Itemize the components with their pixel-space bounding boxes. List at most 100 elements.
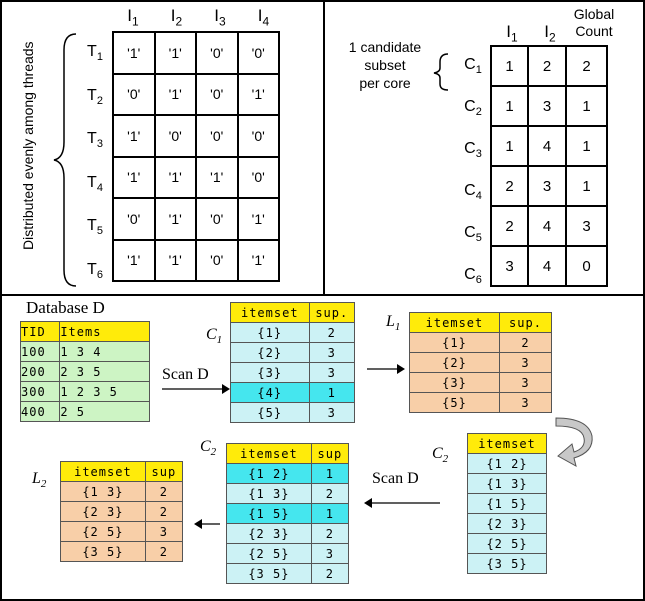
panel-bottom [0, 294, 645, 601]
tl-row-label: T2 [87, 86, 103, 107]
table-cell: {5} [230, 402, 310, 423]
table-row: {2 3} [467, 513, 547, 534]
table-row: {3 5}2 [60, 541, 184, 562]
tl-cell: '0' [236, 114, 280, 158]
c1-label: C1 [206, 326, 223, 347]
table-cell: 2 [310, 563, 350, 584]
candidate-note-line3: per core [359, 75, 411, 91]
table-row: {4}1 [230, 382, 356, 403]
tr-row-label: C2 [464, 98, 482, 119]
table-cell: sup [310, 443, 350, 464]
arrow-scan2 [364, 498, 440, 508]
table-cell: 3 [498, 352, 553, 373]
table-row: {2 5} [467, 533, 547, 554]
tr-row-label: C4 [464, 182, 482, 203]
table-cell: 400 [19, 401, 61, 422]
table-row: {1 3}2 [60, 481, 184, 502]
table-cell: {3} [230, 362, 310, 383]
table-cell: itemset [409, 312, 500, 333]
table-cell: 2 [144, 481, 184, 502]
tr-cell: 1 [490, 125, 529, 167]
table-cell: 2 [144, 501, 184, 522]
table-cell: {4} [230, 382, 310, 403]
table-cell: 3 [498, 392, 553, 413]
table-cell: {3 5} [467, 553, 547, 574]
table-row: {3}3 [409, 372, 553, 393]
tl-cell: '0' [195, 197, 239, 241]
tr-cell: 1 [490, 45, 529, 87]
tl-cell: '1' [236, 238, 280, 282]
table-row: {2 5}3 [60, 521, 184, 542]
tr-row-label: C3 [464, 140, 482, 161]
table-cell: 3 [308, 342, 356, 363]
table-cell: 2 5 [59, 401, 150, 422]
brace-left [53, 33, 77, 287]
table-row: {5}3 [230, 402, 356, 423]
tl-cell: '0' [236, 155, 280, 199]
tl-row-label: T6 [87, 260, 103, 281]
tr-cell: 2 [490, 165, 529, 207]
tl-row-label: T1 [87, 43, 103, 64]
tl-row-label: T3 [87, 130, 103, 151]
c2b-label: C2 [200, 438, 217, 459]
l1-label: L1 [386, 313, 401, 334]
table-cell: 1 [310, 463, 350, 484]
tl-cell: '1' [153, 197, 197, 241]
table-row: {2}3 [409, 352, 553, 373]
table-cell: 1 [308, 382, 356, 403]
table-cell: itemset [226, 443, 312, 464]
table-header: itemset [467, 433, 547, 454]
table-cell: 3 [310, 543, 350, 564]
tl-cell: '1' [236, 72, 280, 116]
table-cell: 1 2 3 5 [59, 381, 150, 402]
table-cell: sup. [498, 312, 553, 333]
curved-arrow [555, 417, 593, 467]
table-row: {2 3}2 [226, 523, 350, 544]
table-cell: {2 3} [226, 523, 312, 544]
table-row: {1 5}1 [226, 503, 350, 524]
scan1-label: Scan D [162, 366, 209, 383]
tr-cell: 4 [527, 245, 567, 287]
scan2-label: Scan D [372, 470, 419, 487]
tl-cell: '1' [195, 155, 239, 199]
tr-cell: 0 [565, 245, 608, 287]
tl-cell: '1' [236, 197, 280, 241]
table-cell: 2 3 5 [59, 361, 150, 382]
tl-cell: '1' [112, 155, 156, 199]
table-row: {1 2}1 [226, 463, 350, 484]
tl-col-header: I1 [127, 6, 139, 29]
arrow-scan1 [162, 384, 230, 394]
table-cell: itemset [230, 302, 310, 323]
tr-cell: 1 [565, 165, 608, 207]
table-cell: {1 3} [226, 483, 312, 504]
tl-cell: '0' [112, 197, 156, 241]
table-row: {1}2 [409, 332, 553, 353]
table-cell: {2 5} [60, 521, 146, 542]
table-cell: 200 [19, 361, 61, 382]
table-row: {3 5} [467, 553, 547, 574]
tl-cell: '0' [195, 114, 239, 158]
table-cell: {5} [409, 392, 500, 413]
tl-cell: '0' [195, 72, 239, 116]
table-cell: {2 3} [467, 513, 547, 534]
tl-cell: '1' [112, 238, 156, 282]
table-cell: {1 2} [226, 463, 312, 484]
table-cell: 3 [144, 521, 184, 542]
table-cell: {2 5} [467, 533, 547, 554]
candidate-note-line1: 1 candidate [348, 39, 422, 55]
table-cell: 300 [19, 381, 61, 402]
table-cell: 1 3 4 [59, 341, 150, 362]
table-row: {2}3 [230, 342, 356, 363]
table-cell: 1 [310, 503, 350, 524]
table-cell: {1} [230, 322, 310, 343]
c2a-table: itemset{1 2}{1 3}{1 5}{2 3}{2 5}{3 5} [467, 433, 547, 574]
tl-col-header: I4 [257, 6, 270, 29]
table-cell: 100 [19, 341, 61, 362]
side-label: Distributed evenly among threads [20, 41, 36, 250]
